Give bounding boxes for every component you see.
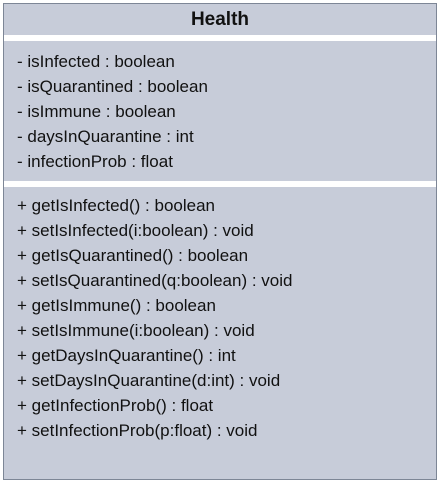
operation-get-is-quarantined: + getIsQuarantined() : boolean — [17, 246, 249, 265]
operation-get-days-in-quarantine: + getDaysInQuarantine() : int — [17, 346, 236, 365]
operation-set-is-quarantined: + setIsQuarantined(q:boolean) : void — [17, 271, 293, 290]
attributes-operations-divider — [4, 181, 436, 187]
operations-compartment: + getIsInfected() : boolean + setIsInfec… — [4, 187, 436, 443]
operation-set-infection-prob: + setInfectionProb(p:float) : void — [17, 421, 258, 440]
operation-get-is-immune: + getIsImmune() : boolean — [17, 296, 216, 315]
operation-set-days-in-quarantine: + setDaysInQuarantine(d:int) : void — [17, 371, 281, 390]
name-attributes-divider — [4, 35, 436, 41]
attribute-is-quarantined: - isQuarantined : boolean — [17, 77, 208, 96]
operation-get-infection-prob: + getInfectionProb() : float — [17, 396, 214, 415]
attribute-infection-prob: - infectionProb : float — [17, 152, 173, 171]
attribute-days-in-quarantine: - daysInQuarantine : int — [17, 127, 194, 146]
operation-get-is-infected: + getIsInfected() : boolean — [17, 196, 215, 215]
operation-set-is-immune: + setIsImmune(i:boolean) : void — [17, 321, 255, 340]
attribute-is-immune: - isImmune : boolean — [17, 102, 176, 121]
uml-class-box: Health - isInfected : boolean - isQuaran… — [3, 3, 437, 480]
operation-set-is-infected: + setIsInfected(i:boolean) : void — [17, 221, 254, 240]
class-name: Health — [190, 9, 250, 30]
attribute-is-infected: - isInfected : boolean — [17, 52, 175, 71]
attributes-compartment: - isInfected : boolean - isQuarantined :… — [4, 41, 436, 181]
